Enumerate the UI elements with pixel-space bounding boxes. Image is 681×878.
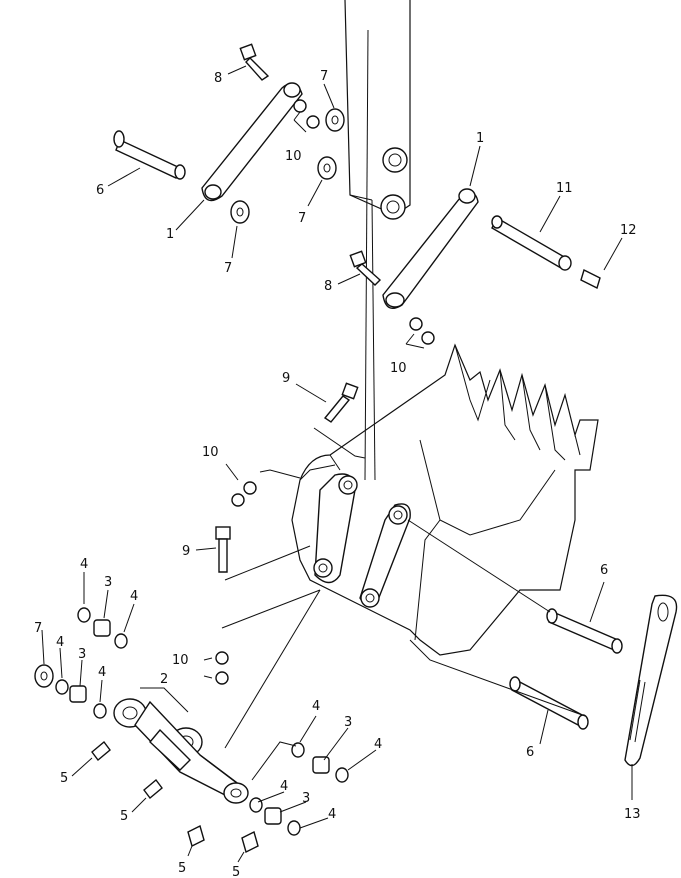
callout-4-f: 4 <box>374 737 382 752</box>
callout-4-g: 4 <box>280 779 288 794</box>
callout-3-a: 3 <box>104 575 112 590</box>
link-right <box>382 188 479 309</box>
callout-4-e: 4 <box>312 699 320 714</box>
callout-3-c: 3 <box>344 715 352 730</box>
bolt-9-top <box>323 382 359 423</box>
callout-10-mid: 10 <box>202 445 219 460</box>
fittings-5 <box>91 740 259 854</box>
callout-3-d: 3 <box>302 791 310 806</box>
callout-1-right: 1 <box>476 131 484 146</box>
callout-4-d: 4 <box>98 665 106 680</box>
callout-8-top: 8 <box>214 71 222 86</box>
callout-4-c: 4 <box>56 635 64 650</box>
callout-1-left: 1 <box>166 227 174 242</box>
callout-10-right: 10 <box>390 361 407 376</box>
callout-5-d: 5 <box>232 865 240 878</box>
leader-lines <box>41 65 633 863</box>
link-assembly-2 <box>113 698 249 804</box>
nuts-mid <box>231 481 257 507</box>
callout-10-top: 10 <box>285 149 302 164</box>
callout-6-right: 6 <box>600 563 608 578</box>
bushes-right <box>249 742 349 836</box>
callout-5-b: 5 <box>120 809 128 824</box>
callout-10-low: 10 <box>172 653 189 668</box>
callout-7-left: 7 <box>34 621 42 636</box>
bolt-right <box>349 250 382 286</box>
callout-9-low: 9 <box>182 544 190 559</box>
pin-top-left <box>113 130 186 180</box>
callout-4-h: 4 <box>328 807 336 822</box>
callout-4-a: 4 <box>80 557 88 572</box>
bucket <box>291 343 599 656</box>
callout-7-mid: 7 <box>298 211 306 226</box>
callout-7-low: 7 <box>224 261 232 276</box>
pin-right-upper <box>546 608 623 654</box>
link-left <box>201 82 303 202</box>
bolt-9-low <box>215 526 231 573</box>
callout-7-top: 7 <box>320 69 328 84</box>
nuts-low <box>215 651 229 685</box>
callout-6-low: 6 <box>526 745 534 760</box>
nuts-right <box>409 317 435 345</box>
nuts-top <box>230 99 345 224</box>
callout-9-top: 9 <box>282 371 290 386</box>
arm-beam <box>344 0 411 481</box>
callout-6-top: 6 <box>96 183 104 198</box>
bucket-brackets <box>313 473 411 608</box>
callout-5-a: 5 <box>60 771 68 786</box>
callout-13: 13 <box>624 807 641 822</box>
pin-11 <box>491 215 601 289</box>
bushes-left <box>34 607 128 719</box>
callout-11: 11 <box>556 181 573 196</box>
callout-labels: 8 7 6 10 7 1 7 1 11 12 8 10 9 10 9 6 4 3… <box>34 69 641 878</box>
bolt-top <box>239 43 270 81</box>
callout-2: 2 <box>160 672 168 687</box>
callout-12: 12 <box>620 223 637 238</box>
plate-13 <box>624 594 678 767</box>
callout-8-right: 8 <box>324 279 332 294</box>
callout-3-b: 3 <box>78 647 86 662</box>
callout-5-c: 5 <box>178 861 186 876</box>
callout-4-b: 4 <box>130 589 138 604</box>
